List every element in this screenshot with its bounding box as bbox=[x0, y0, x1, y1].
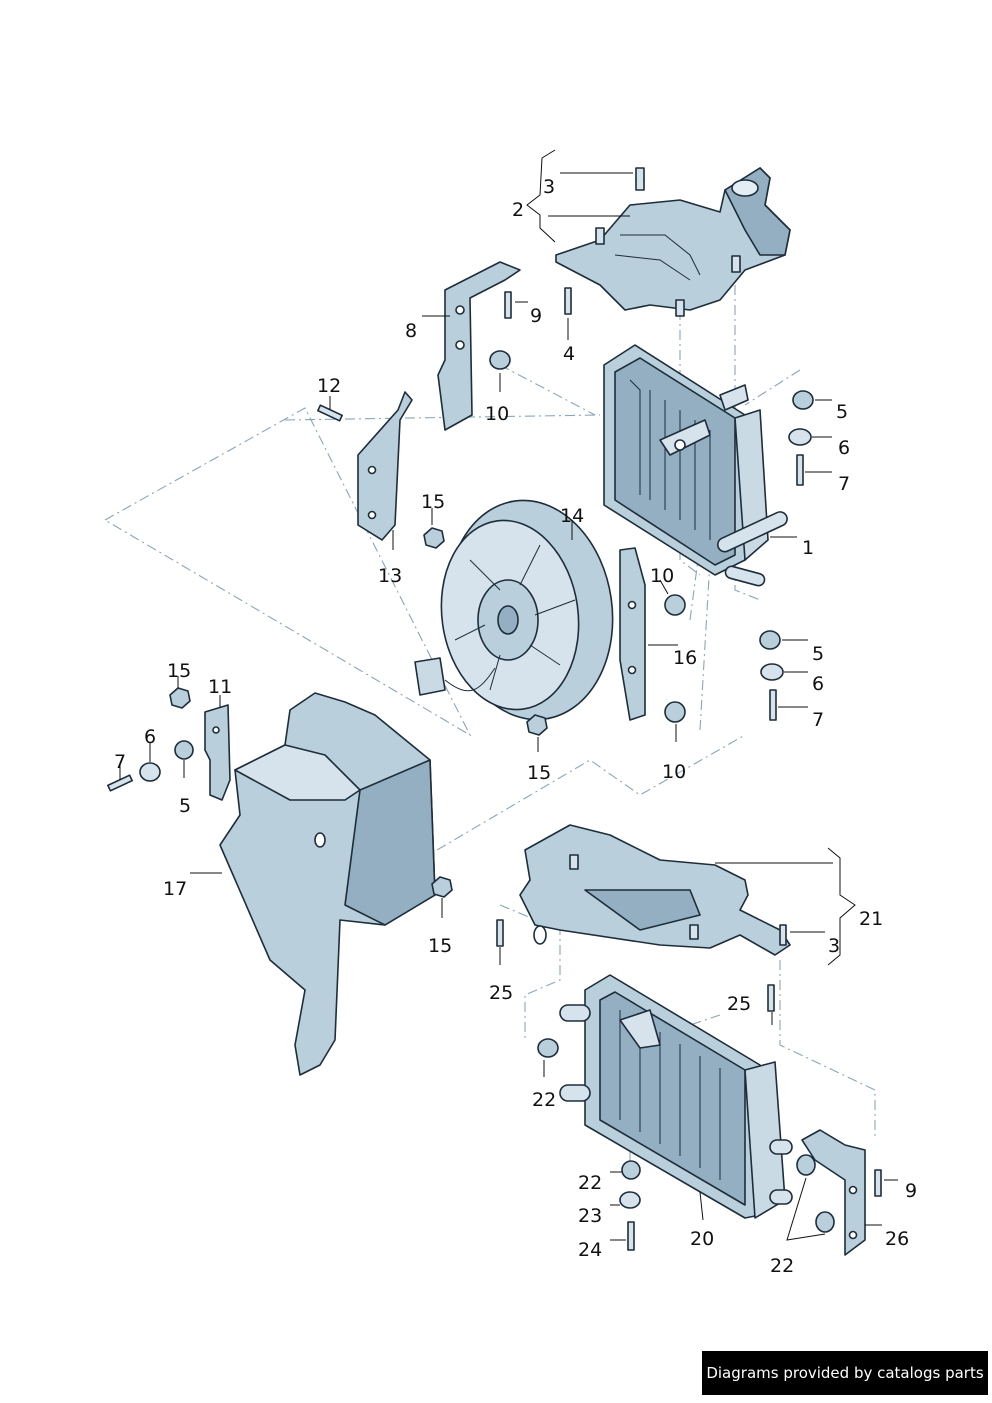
callout-11: 11 bbox=[208, 676, 232, 698]
callout-7-upper-right: 7 bbox=[838, 473, 850, 495]
callout-5-mid-right: 5 bbox=[812, 643, 824, 665]
callout-12: 12 bbox=[317, 375, 341, 397]
callout-25-right: 25 bbox=[727, 993, 751, 1015]
bracket-26-part bbox=[801, 1129, 866, 1256]
callout-26: 26 bbox=[885, 1228, 909, 1250]
callout-10-mid: 10 bbox=[650, 565, 674, 587]
lower-bracket-part bbox=[519, 824, 791, 956]
bracket-8-part bbox=[437, 261, 521, 431]
callout-6-upper-right: 6 bbox=[838, 437, 850, 459]
callout-25-left: 25 bbox=[489, 982, 513, 1004]
callout-labels: 3 2 9 4 8 10 12 5 6 7 1 15 14 13 10 16 5… bbox=[114, 176, 917, 1277]
callout-22-right: 22 bbox=[770, 1255, 794, 1277]
hardware-parts bbox=[107, 287, 882, 1251]
attribution-text: Diagrams provided by catalogs parts bbox=[706, 1364, 984, 1382]
callout-15-fan-bottom: 15 bbox=[527, 762, 551, 784]
callout-6-left: 6 bbox=[144, 726, 156, 748]
callout-4: 4 bbox=[563, 343, 575, 365]
callout-6-mid-right: 6 bbox=[812, 673, 824, 695]
callout-15-duct: 15 bbox=[428, 935, 452, 957]
callout-22-left: 22 bbox=[532, 1089, 556, 1111]
callout-15-left: 15 bbox=[167, 660, 191, 682]
callout-20: 20 bbox=[690, 1228, 714, 1250]
callout-15-fan-top: 15 bbox=[421, 491, 445, 513]
leader-lines bbox=[119, 149, 898, 1241]
callout-2: 2 bbox=[512, 199, 524, 221]
callout-10-top: 10 bbox=[485, 403, 509, 425]
attribution-banner: Diagrams provided by catalogs parts bbox=[702, 1351, 988, 1395]
air-duct-part bbox=[219, 692, 436, 1076]
callout-3-top: 3 bbox=[543, 176, 555, 198]
callout-21: 21 bbox=[859, 908, 883, 930]
callout-5-left: 5 bbox=[179, 795, 191, 817]
callout-9-lower: 9 bbox=[905, 1180, 917, 1202]
callout-23: 23 bbox=[578, 1205, 602, 1227]
upper-bracket-part bbox=[555, 167, 791, 317]
callout-14: 14 bbox=[560, 505, 584, 527]
callout-9-top: 9 bbox=[530, 305, 542, 327]
upper-radiator-part bbox=[603, 344, 788, 587]
callout-24: 24 bbox=[578, 1239, 602, 1261]
callout-7-mid-right: 7 bbox=[812, 709, 824, 731]
callout-3-lower: 3 bbox=[828, 935, 840, 957]
bracket-13-part bbox=[357, 391, 413, 541]
callout-17: 17 bbox=[163, 878, 187, 900]
bracket-11-part bbox=[204, 704, 231, 801]
callout-10-bottom: 10 bbox=[662, 761, 686, 783]
callout-8: 8 bbox=[405, 320, 417, 342]
callout-13: 13 bbox=[378, 565, 402, 587]
bracket-16-part bbox=[619, 547, 646, 721]
callout-1: 1 bbox=[802, 537, 814, 559]
callout-7-left: 7 bbox=[114, 751, 126, 773]
callout-22-mid: 22 bbox=[578, 1172, 602, 1194]
lower-radiator-part bbox=[559, 974, 793, 1219]
callout-16: 16 bbox=[673, 647, 697, 669]
callout-5-upper-right: 5 bbox=[836, 401, 848, 423]
fan-part bbox=[414, 499, 614, 721]
